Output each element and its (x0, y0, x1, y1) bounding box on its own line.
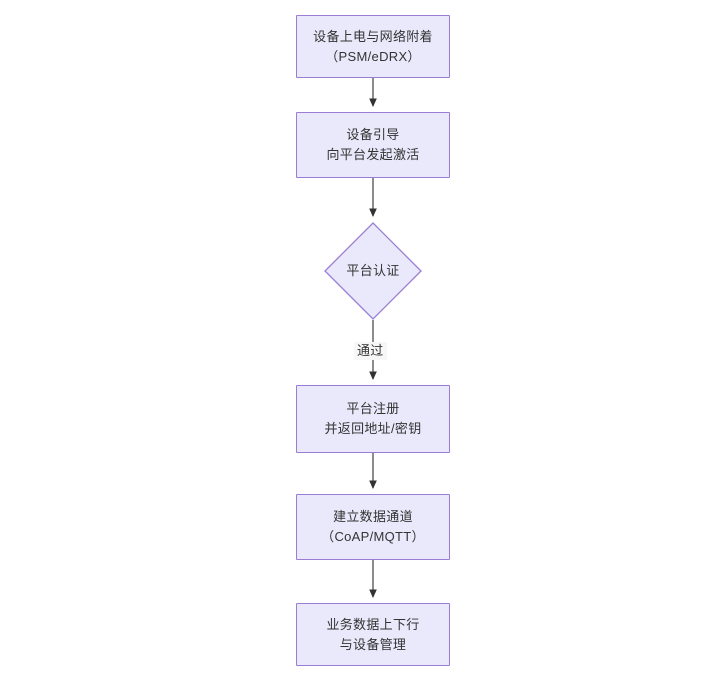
node-label: 平台认证 (346, 263, 400, 278)
node-business-data-and-device-mgmt[interactable]: 业务数据上下行 与设备管理 (296, 603, 450, 666)
node-device-power-on[interactable]: 设备上电与网络附着 （PSM/eDRX） (296, 15, 450, 78)
node-label: 设备引导 向平台发起激活 (326, 127, 420, 162)
node-device-bootstrap[interactable]: 设备引导 向平台发起激活 (296, 112, 450, 178)
node-label: 平台注册 并返回地址/密钥 (324, 401, 422, 436)
edge-label-pass: 通过 (354, 342, 387, 360)
node-platform-register[interactable]: 平台注册 并返回地址/密钥 (296, 385, 450, 453)
node-label: 业务数据上下行 与设备管理 (326, 616, 420, 652)
node-label: 建立数据通道 （CoAP/MQTT） (321, 509, 425, 544)
node-establish-data-channel[interactable]: 建立数据通道 （CoAP/MQTT） (296, 494, 450, 560)
diamond-icon (324, 222, 422, 320)
node-label: 设备上电与网络附着 （PSM/eDRX） (313, 28, 433, 64)
node-platform-auth-decision[interactable]: 平台认证 (324, 222, 422, 320)
